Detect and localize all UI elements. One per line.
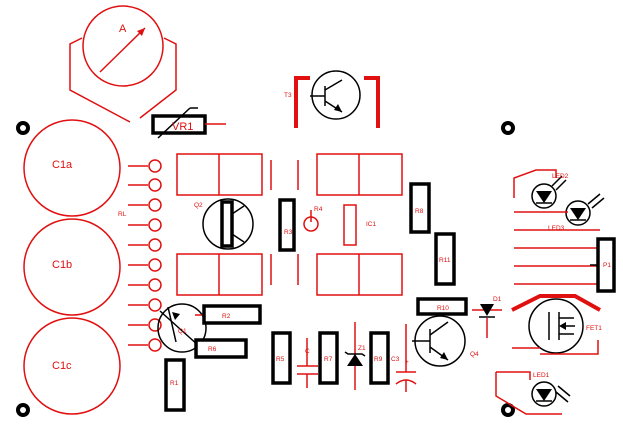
led1-group: LED1 bbox=[495, 371, 571, 415]
rl-label: RL bbox=[118, 211, 127, 218]
c1c-label: C1c bbox=[52, 360, 72, 372]
r7-label: R7 bbox=[324, 356, 333, 363]
q2-label: Q2 bbox=[194, 202, 203, 209]
c1b-label: C1b bbox=[52, 259, 72, 271]
r4-label: R4 bbox=[314, 206, 323, 213]
r6-label: R6 bbox=[208, 346, 217, 353]
transistor-t3: T3 bbox=[284, 70, 380, 128]
pad-block-top-left bbox=[176, 153, 263, 196]
c3-label: C3 bbox=[391, 356, 400, 363]
t3-label: T3 bbox=[284, 92, 292, 99]
led1-label: LED1 bbox=[533, 372, 550, 379]
capacitor-c1c: C1c bbox=[23, 317, 121, 415]
pad-block-bottom-left bbox=[176, 253, 263, 296]
fet-fet1: FET1 bbox=[511, 294, 602, 355]
r11-label: R11 bbox=[439, 257, 451, 264]
transistor-q2: Q2 bbox=[194, 198, 254, 250]
resistor-r10: R10 bbox=[416, 297, 468, 316]
ammeter-label: A bbox=[119, 23, 127, 35]
potentiometer-p1: P1 bbox=[590, 237, 616, 293]
r1-label: R1 bbox=[170, 380, 179, 387]
zener-z1: Z1 bbox=[344, 322, 366, 390]
mounting-holes bbox=[16, 121, 515, 417]
resistor-r3: R3 bbox=[278, 198, 296, 252]
c-label: C bbox=[305, 348, 310, 355]
r3-label: R3 bbox=[284, 229, 293, 236]
capacitor-c1a: C1a bbox=[23, 119, 121, 217]
led3-label: LED3 bbox=[548, 225, 565, 232]
led2-led3-group: LED2 LED3 bbox=[513, 169, 605, 285]
resistor-r2: R2 bbox=[195, 304, 262, 325]
resistor-r9: R9 bbox=[369, 331, 390, 385]
c3-plus-label: + bbox=[405, 359, 409, 366]
transistor-q4: Q4 bbox=[412, 315, 479, 367]
z1-label: Z1 bbox=[358, 345, 366, 352]
led2-label: LED2 bbox=[552, 173, 569, 180]
resistor-r1: R1 bbox=[164, 358, 186, 412]
vr1-label: VR1 bbox=[172, 121, 193, 133]
resistor-r6: R6 bbox=[194, 338, 248, 359]
ic1-label: IC1 bbox=[366, 221, 377, 228]
r2-label: R2 bbox=[222, 313, 231, 320]
ic-ic1: IC1 bbox=[343, 204, 377, 246]
r5-label: R5 bbox=[276, 356, 285, 363]
resistor-r11: R11 bbox=[434, 232, 456, 286]
resistor-r5: R5 bbox=[271, 331, 292, 385]
resistor-r7: R7 bbox=[318, 331, 339, 385]
resistor-r8: R8 bbox=[409, 182, 431, 234]
p1-label: P1 bbox=[603, 262, 611, 269]
resistor-r4: R4 bbox=[303, 206, 323, 232]
r10-label: R10 bbox=[437, 305, 449, 312]
c1a-label: C1a bbox=[52, 159, 73, 171]
r9-label: R9 bbox=[374, 356, 383, 363]
pad-block-bottom-right bbox=[316, 253, 403, 296]
capacitor-c: C bbox=[297, 338, 318, 388]
d1-label: D1 bbox=[493, 296, 502, 303]
capacitor-c3: C3 + bbox=[391, 324, 417, 392]
r8-label: R8 bbox=[415, 208, 424, 215]
q4-label: Q4 bbox=[470, 351, 479, 358]
diode-d1: D1 bbox=[472, 296, 502, 338]
capacitor-c1b: C1b bbox=[23, 218, 121, 316]
transistor-q1: Q1 bbox=[157, 303, 207, 353]
rl-connector: RL bbox=[118, 159, 162, 352]
q1-label: Q1 bbox=[178, 328, 187, 335]
ammeter: A bbox=[69, 5, 177, 123]
pad-block-top-right bbox=[316, 153, 403, 196]
fet1-label: FET1 bbox=[586, 325, 602, 332]
variable-resistor-vr1: VR1 bbox=[151, 107, 226, 139]
